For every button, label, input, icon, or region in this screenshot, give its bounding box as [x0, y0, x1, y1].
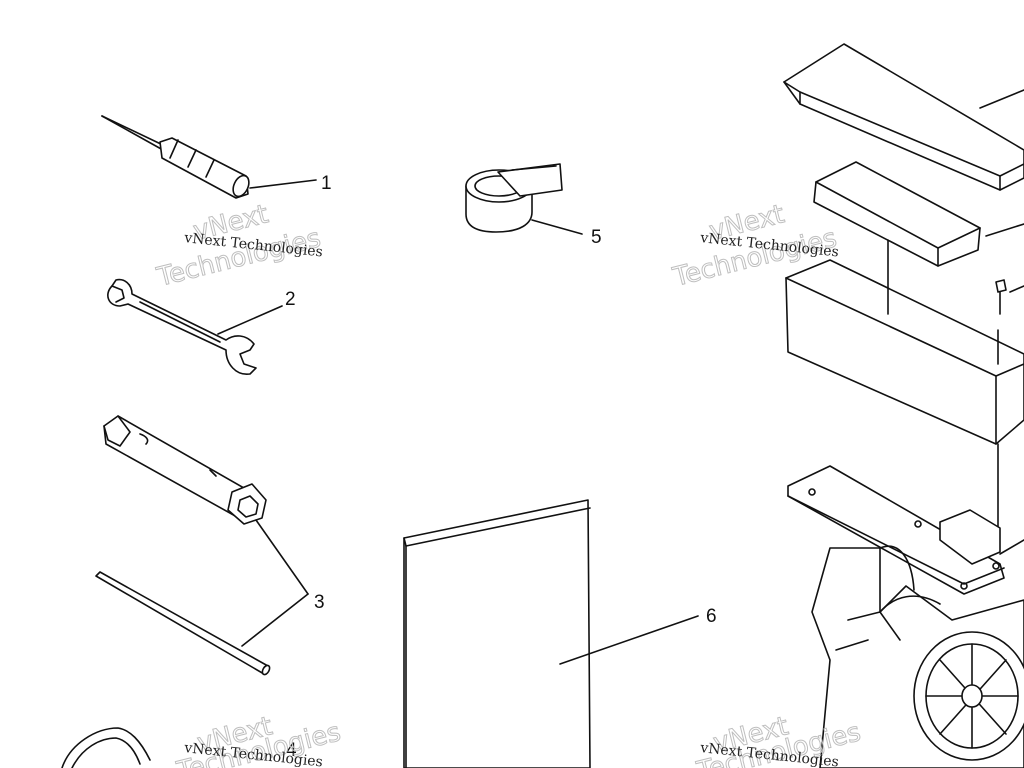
battery-assembly-part — [783, 43, 1024, 768]
callout-1: 1 — [321, 173, 332, 194]
watermark-top-left: vNext Technologies vNext Technologies — [153, 199, 324, 294]
callout-5: 5 — [591, 227, 602, 248]
screwdriver-part — [101, 115, 317, 199]
watermark-bottom-left: vNext Technologies vNext Technologies — [173, 711, 344, 768]
wrench-part — [107, 278, 283, 375]
callout-3: 3 — [314, 592, 325, 613]
callout-labels: 1 2 3 4 5 6 — [285, 173, 717, 761]
callout-6: 6 — [706, 606, 717, 627]
tape-roll-part — [465, 163, 583, 235]
socket-tool-part — [95, 415, 309, 676]
watermark-bottom-right: vNext Technologies vNext Technologies — [693, 711, 864, 768]
callout-2: 2 — [285, 289, 296, 310]
strap-part — [61, 727, 151, 768]
owner-manual-part — [403, 499, 699, 768]
callout-4: 4 — [286, 740, 297, 761]
